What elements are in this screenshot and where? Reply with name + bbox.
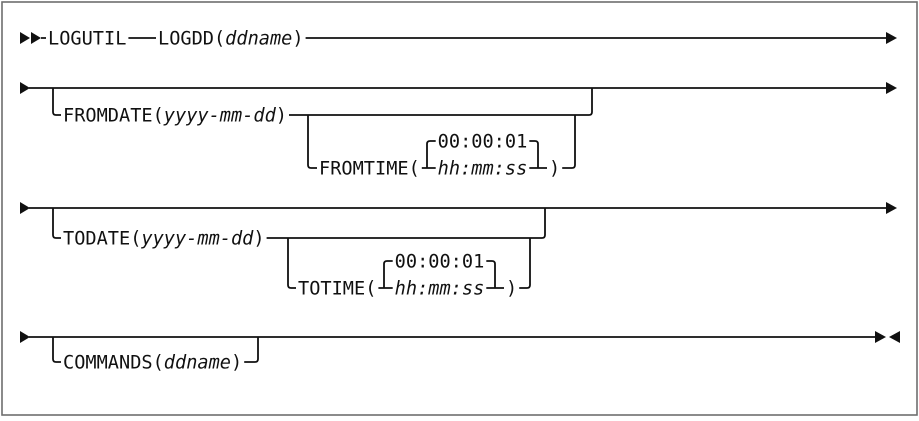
diagram-start-icon-2 (31, 32, 41, 44)
keyword-fromdate-open: FROMDATE( (63, 106, 164, 127)
row-2-continue-icon (886, 82, 897, 94)
keyword-logdd-open: LOGDD( (158, 29, 225, 50)
fromtime-close-paren: ) (549, 159, 560, 180)
keyword-todate-open: TODATE( (63, 229, 141, 250)
fromdate-close-paren: ) (276, 106, 287, 127)
optional-branch-fromdate (52, 88, 593, 116)
keyword-totime-open: TOTIME( (298, 279, 376, 300)
row-3-start-icon (20, 202, 30, 214)
row-4-start-icon (20, 331, 30, 343)
variable-totime: hh:mm:ss (395, 279, 485, 300)
keyword-fromdate-group: FROMDATE(yyyy-mm-dd) (63, 106, 287, 127)
optional-branch-todate (52, 208, 546, 239)
row-1-continue-icon (886, 32, 897, 44)
text-masks (46, 30, 563, 371)
keyword-commands-group: COMMANDS(ddname) (63, 353, 242, 374)
logdd-close-paren: ) (292, 29, 303, 50)
keyword-logdd-group: LOGDD(ddname) (158, 29, 304, 50)
commands-close-paren: ) (231, 353, 242, 374)
keyword-todate-group: TODATE(yyyy-mm-dd) (63, 229, 265, 250)
totime-close-paren: ) (506, 279, 517, 300)
row-3-continue-icon (886, 202, 897, 214)
variable-fromdate: yyyy-mm-dd (163, 106, 277, 127)
keyword-fromtime-open: FROMTIME( (319, 159, 420, 180)
variable-fromtime: hh:mm:ss (438, 159, 528, 180)
variable-logdd-ddname: ddname (225, 29, 292, 50)
default-totime-value: 00:00:01 (395, 252, 485, 273)
diagram-end-left-icon (889, 331, 900, 343)
diagram-start-icon (20, 32, 30, 44)
row-2-start-icon (20, 82, 30, 94)
keyword-logutil: LOGUTIL (48, 29, 126, 50)
default-fromtime-value: 00:00:01 (438, 132, 528, 153)
variable-commands-ddname: ddname (164, 353, 231, 374)
diagram-end-right-icon (875, 331, 886, 343)
keyword-commands-open: COMMANDS( (63, 353, 164, 374)
variable-todate: yyyy-mm-dd (140, 229, 254, 250)
todate-close-paren: ) (253, 229, 264, 250)
